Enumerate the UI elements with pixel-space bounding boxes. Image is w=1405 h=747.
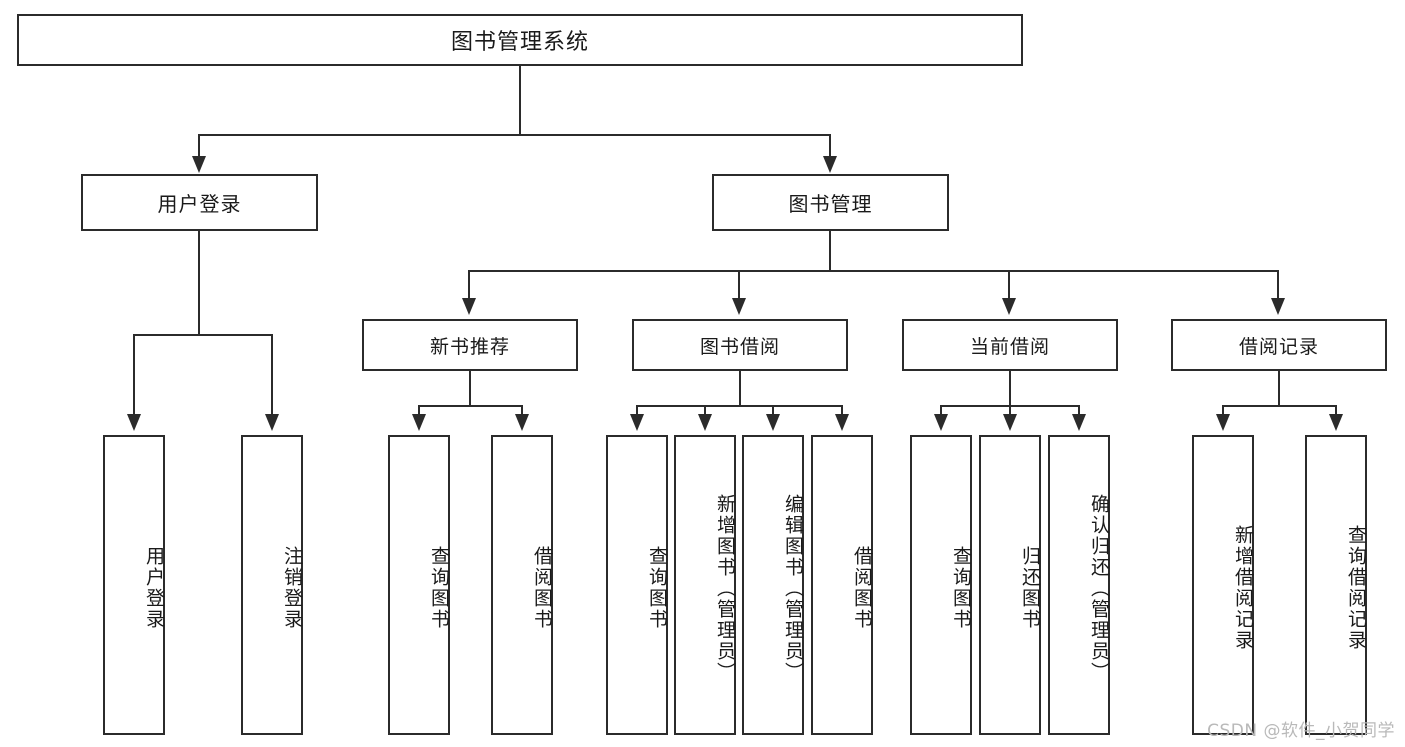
edge-new-book-to-leaf-1 — [418, 405, 420, 418]
edge-borrow-record-stem — [1278, 371, 1280, 406]
leaf-label: 查询图书 — [646, 546, 668, 630]
leaf-book-borrow-4[interactable]: 借阅图书 — [811, 435, 873, 735]
edge-root-to-book-manage — [829, 134, 831, 159]
edge-current-borrow-to-leaf-3 — [1078, 405, 1080, 418]
edge-book-borrow-bar — [636, 405, 843, 407]
arrowhead-new-book-leaf-2 — [515, 414, 529, 431]
arrowhead-l3-4 — [1271, 298, 1285, 315]
arrowhead-current-borrow-leaf-1 — [934, 414, 948, 431]
leaf-label: 新增借阅记录 — [1232, 525, 1254, 651]
arrowhead-new-book-leaf-1 — [412, 414, 426, 431]
edge-book-manage-stem — [829, 231, 831, 271]
arrowhead-book-borrow-leaf-4 — [835, 414, 849, 431]
edge-new-book-to-leaf-2 — [521, 405, 523, 418]
leaf-label: 借阅图书 — [851, 546, 873, 630]
edge-book-borrow-stem — [739, 371, 741, 406]
node-label: 图书管理 — [788, 192, 873, 216]
edge-book-manage-to-l3-1 — [468, 270, 470, 300]
leaf-new-book-2[interactable]: 借阅图书 — [491, 435, 553, 735]
leaf-new-book-1[interactable]: 查询图书 — [388, 435, 450, 735]
node-borrow-record[interactable]: 借阅记录 — [1171, 319, 1387, 371]
leaf-borrow-record-2[interactable]: 查询借阅记录 — [1305, 435, 1367, 735]
node-book-borrow[interactable]: 图书借阅 — [632, 319, 848, 371]
node-label: 新书推荐 — [429, 335, 510, 358]
edge-current-borrow-stem — [1009, 371, 1011, 406]
edge-new-book-bar — [418, 405, 522, 407]
arrowhead-book-borrow-leaf-3 — [766, 414, 780, 431]
leaf-label: 确认归还（管理员） — [1088, 493, 1110, 683]
arrowhead-book-borrow-leaf-2 — [698, 414, 712, 431]
arrowhead-l3-3 — [1002, 298, 1016, 315]
arrowhead-book-manage — [823, 156, 837, 173]
edge-book-borrow-to-leaf-2 — [704, 405, 706, 418]
edge-book-borrow-to-leaf-4 — [841, 405, 843, 418]
leaf-current-borrow-1[interactable]: 查询图书 — [910, 435, 972, 735]
node-root-system[interactable]: 图书管理系统 — [17, 14, 1023, 66]
leaf-user-login-2[interactable]: 注销登录 — [241, 435, 303, 735]
edge-book-borrow-to-leaf-1 — [636, 405, 638, 418]
arrowhead-current-borrow-leaf-2 — [1003, 414, 1017, 431]
leaf-label: 查询图书 — [950, 546, 972, 630]
node-label: 图书管理系统 — [450, 30, 589, 55]
node-user-login[interactable]: 用户登录 — [81, 174, 318, 231]
edge-borrow-record-to-leaf-2 — [1335, 405, 1337, 418]
node-label: 用户登录 — [157, 192, 242, 216]
edge-current-borrow-to-leaf-1 — [940, 405, 942, 418]
arrowhead-borrow-record-leaf-1 — [1216, 414, 1230, 431]
leaf-label: 借阅图书 — [531, 546, 553, 630]
node-current-borrow[interactable]: 当前借阅 — [902, 319, 1118, 371]
edge-borrow-record-to-leaf-1 — [1222, 405, 1224, 418]
leaf-borrow-record-1[interactable]: 新增借阅记录 — [1192, 435, 1254, 735]
edge-user-login-to-leaf-2 — [271, 334, 273, 416]
edge-root-to-user-login — [198, 134, 200, 159]
arrowhead-user-login-leaf-1 — [127, 414, 141, 431]
leaf-label: 注销登录 — [281, 546, 303, 630]
arrowhead-user-login — [192, 156, 206, 173]
edge-book-manage-to-l3-4 — [1277, 270, 1279, 300]
arrowhead-current-borrow-leaf-3 — [1072, 414, 1086, 431]
arrowhead-l3-1 — [462, 298, 476, 315]
edge-root-bar — [198, 134, 830, 136]
edge-user-login-to-leaf-1 — [133, 334, 135, 416]
edge-book-manage-bar — [468, 270, 1279, 272]
arrowhead-l3-2 — [732, 298, 746, 315]
leaf-user-login-1[interactable]: 用户登录 — [103, 435, 165, 735]
node-label: 借阅记录 — [1238, 335, 1319, 358]
node-book-manage[interactable]: 图书管理 — [712, 174, 949, 231]
leaf-label: 查询借阅记录 — [1345, 525, 1367, 651]
leaf-book-borrow-1[interactable]: 查询图书 — [606, 435, 668, 735]
leaf-current-borrow-3[interactable]: 确认归还（管理员） — [1048, 435, 1110, 735]
node-label: 图书借阅 — [699, 335, 780, 358]
edge-user-login-bar — [133, 334, 272, 336]
arrowhead-user-login-leaf-2 — [265, 414, 279, 431]
leaf-book-borrow-3[interactable]: 编辑图书（管理员） — [742, 435, 804, 735]
leaf-label: 用户登录 — [143, 546, 165, 630]
arrowhead-book-borrow-leaf-1 — [630, 414, 644, 431]
edge-book-manage-to-l3-2 — [738, 270, 740, 300]
edge-root-stem — [519, 66, 521, 135]
leaf-label: 归还图书 — [1019, 546, 1041, 630]
edge-book-borrow-to-leaf-3 — [772, 405, 774, 418]
arrowhead-borrow-record-leaf-2 — [1329, 414, 1343, 431]
watermark: CSDN @软件_小贺同学 — [1207, 721, 1395, 741]
leaf-label: 查询图书 — [428, 546, 450, 630]
leaf-label: 编辑图书（管理员） — [782, 493, 804, 683]
edge-current-borrow-to-leaf-2 — [1009, 405, 1011, 418]
node-label: 当前借阅 — [969, 335, 1050, 358]
edge-user-login-stem — [198, 231, 200, 335]
node-new-book-recommend[interactable]: 新书推荐 — [362, 319, 578, 371]
leaf-current-borrow-2[interactable]: 归还图书 — [979, 435, 1041, 735]
edge-new-book-stem — [469, 371, 471, 406]
leaf-label: 新增图书（管理员） — [714, 493, 736, 683]
leaf-book-borrow-2[interactable]: 新增图书（管理员） — [674, 435, 736, 735]
edge-book-manage-to-l3-3 — [1008, 270, 1010, 300]
edge-borrow-record-bar — [1222, 405, 1336, 407]
